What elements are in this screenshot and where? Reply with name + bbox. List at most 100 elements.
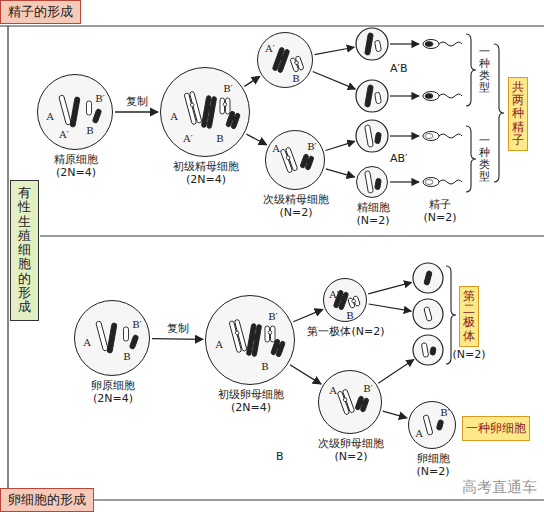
sperm-head [423, 132, 439, 141]
chromatid [375, 92, 382, 104]
cell-caption: 初级精母细胞 (2N=4) [173, 160, 239, 186]
centromere [305, 158, 310, 163]
chromatid [436, 420, 443, 431]
centromere [252, 335, 256, 339]
centromere [190, 103, 194, 107]
division-arrow [369, 304, 412, 311]
chromosome [87, 101, 92, 115]
centromere [343, 397, 348, 402]
allele-letter: A [46, 112, 53, 122]
division-arrow [326, 169, 355, 177]
sperm-nucleus [425, 180, 433, 185]
chromosome [337, 389, 355, 415]
chromatid [338, 292, 348, 310]
cell-caption: 卵细胞 (N=2) [416, 452, 449, 478]
allele-letter: B′ [307, 142, 317, 152]
type-note: 一种类型 [479, 46, 490, 94]
chromosome [184, 91, 202, 124]
sperm-head [423, 92, 439, 101]
sperm-nucleus [425, 134, 433, 139]
chromatid [285, 147, 297, 171]
allele-letter: B′ [132, 320, 142, 330]
cell-fill [356, 166, 388, 198]
chromosome [59, 95, 72, 125]
chromatid [252, 324, 262, 356]
chromatid [96, 321, 109, 351]
sperm-group [423, 40, 462, 187]
cell-caption: 初级卵母细胞 (2N=4) [218, 388, 284, 414]
division-arrow [293, 309, 323, 321]
centromere [360, 400, 365, 405]
chromosome [375, 40, 382, 52]
chromosome [271, 339, 286, 357]
allele-letter: A [170, 112, 177, 122]
chromatid [365, 33, 374, 56]
genotype-label: A′B [390, 62, 408, 75]
summary-box: 一种卵细胞 [462, 416, 530, 441]
centromere [351, 299, 356, 304]
chromosome [436, 420, 443, 431]
cell-fill [205, 295, 295, 385]
allele-letter: A′ [265, 44, 275, 54]
summary-box: 共两种精子 [508, 77, 528, 151]
centromere [294, 60, 299, 65]
sperm-tail [439, 180, 462, 184]
chromosome [365, 85, 374, 108]
chromosome [290, 56, 304, 73]
bracket [466, 34, 476, 106]
chromosome [70, 97, 80, 127]
bracket [494, 44, 504, 182]
cell-circle: AB′次级卵母细胞 (N=2) [318, 370, 382, 434]
chromatid [124, 327, 129, 341]
cell-fill [413, 335, 443, 365]
division-arrow [390, 95, 419, 96]
cell-circle: 精细胞 (N=2) [356, 166, 388, 198]
sperm-head [423, 40, 439, 49]
allele-letter: B [86, 126, 93, 136]
chromosome [375, 132, 382, 144]
centromere [286, 155, 291, 160]
cell-fill [37, 74, 113, 150]
chromatid [70, 97, 80, 127]
sperm-tail [439, 42, 462, 46]
allele-letter: B′ [440, 408, 450, 418]
centromere [276, 344, 281, 349]
cell-circle: A′B [257, 32, 313, 88]
centromere [207, 107, 211, 111]
allele-letter: A [272, 144, 279, 154]
sperm-nucleus [425, 94, 433, 99]
chromatid [424, 307, 432, 322]
chromatid [92, 109, 101, 124]
centromere [231, 116, 236, 121]
chromosome [375, 178, 382, 190]
chromatid [231, 113, 241, 130]
genotype-label: AB′ [390, 152, 408, 165]
chromosome [201, 95, 216, 128]
chromatid [424, 271, 432, 286]
chromatid [295, 56, 304, 71]
chromosome [348, 296, 361, 309]
watermark: 高考直通车 [462, 478, 537, 496]
chromatid [365, 125, 374, 148]
cell-circle: AA′B′B初级精母细胞 (2N=4) [160, 67, 250, 157]
chromatid [423, 415, 433, 436]
sperm-tail [439, 94, 462, 98]
allele-letter: B [216, 134, 223, 144]
chromatid [342, 389, 354, 413]
chromosome [423, 415, 433, 436]
cell-caption: 次级精母细胞 (N=2) [263, 193, 329, 219]
division-arrow [378, 359, 414, 383]
chromosome [365, 33, 374, 56]
allele-letter: A [415, 429, 422, 439]
cells [37, 28, 456, 449]
division-arrow [368, 282, 411, 293]
box-text: 卵细胞的形成 [8, 492, 86, 508]
cell-fill [74, 300, 150, 376]
frame-line [0, 26, 544, 500]
chromosome [365, 125, 374, 148]
box-text: 共两种精子 [512, 81, 524, 147]
cell-circle: AB′次级精母细胞 (N=2) [265, 130, 325, 190]
chromatid [375, 40, 382, 52]
cell-fill [413, 299, 443, 329]
